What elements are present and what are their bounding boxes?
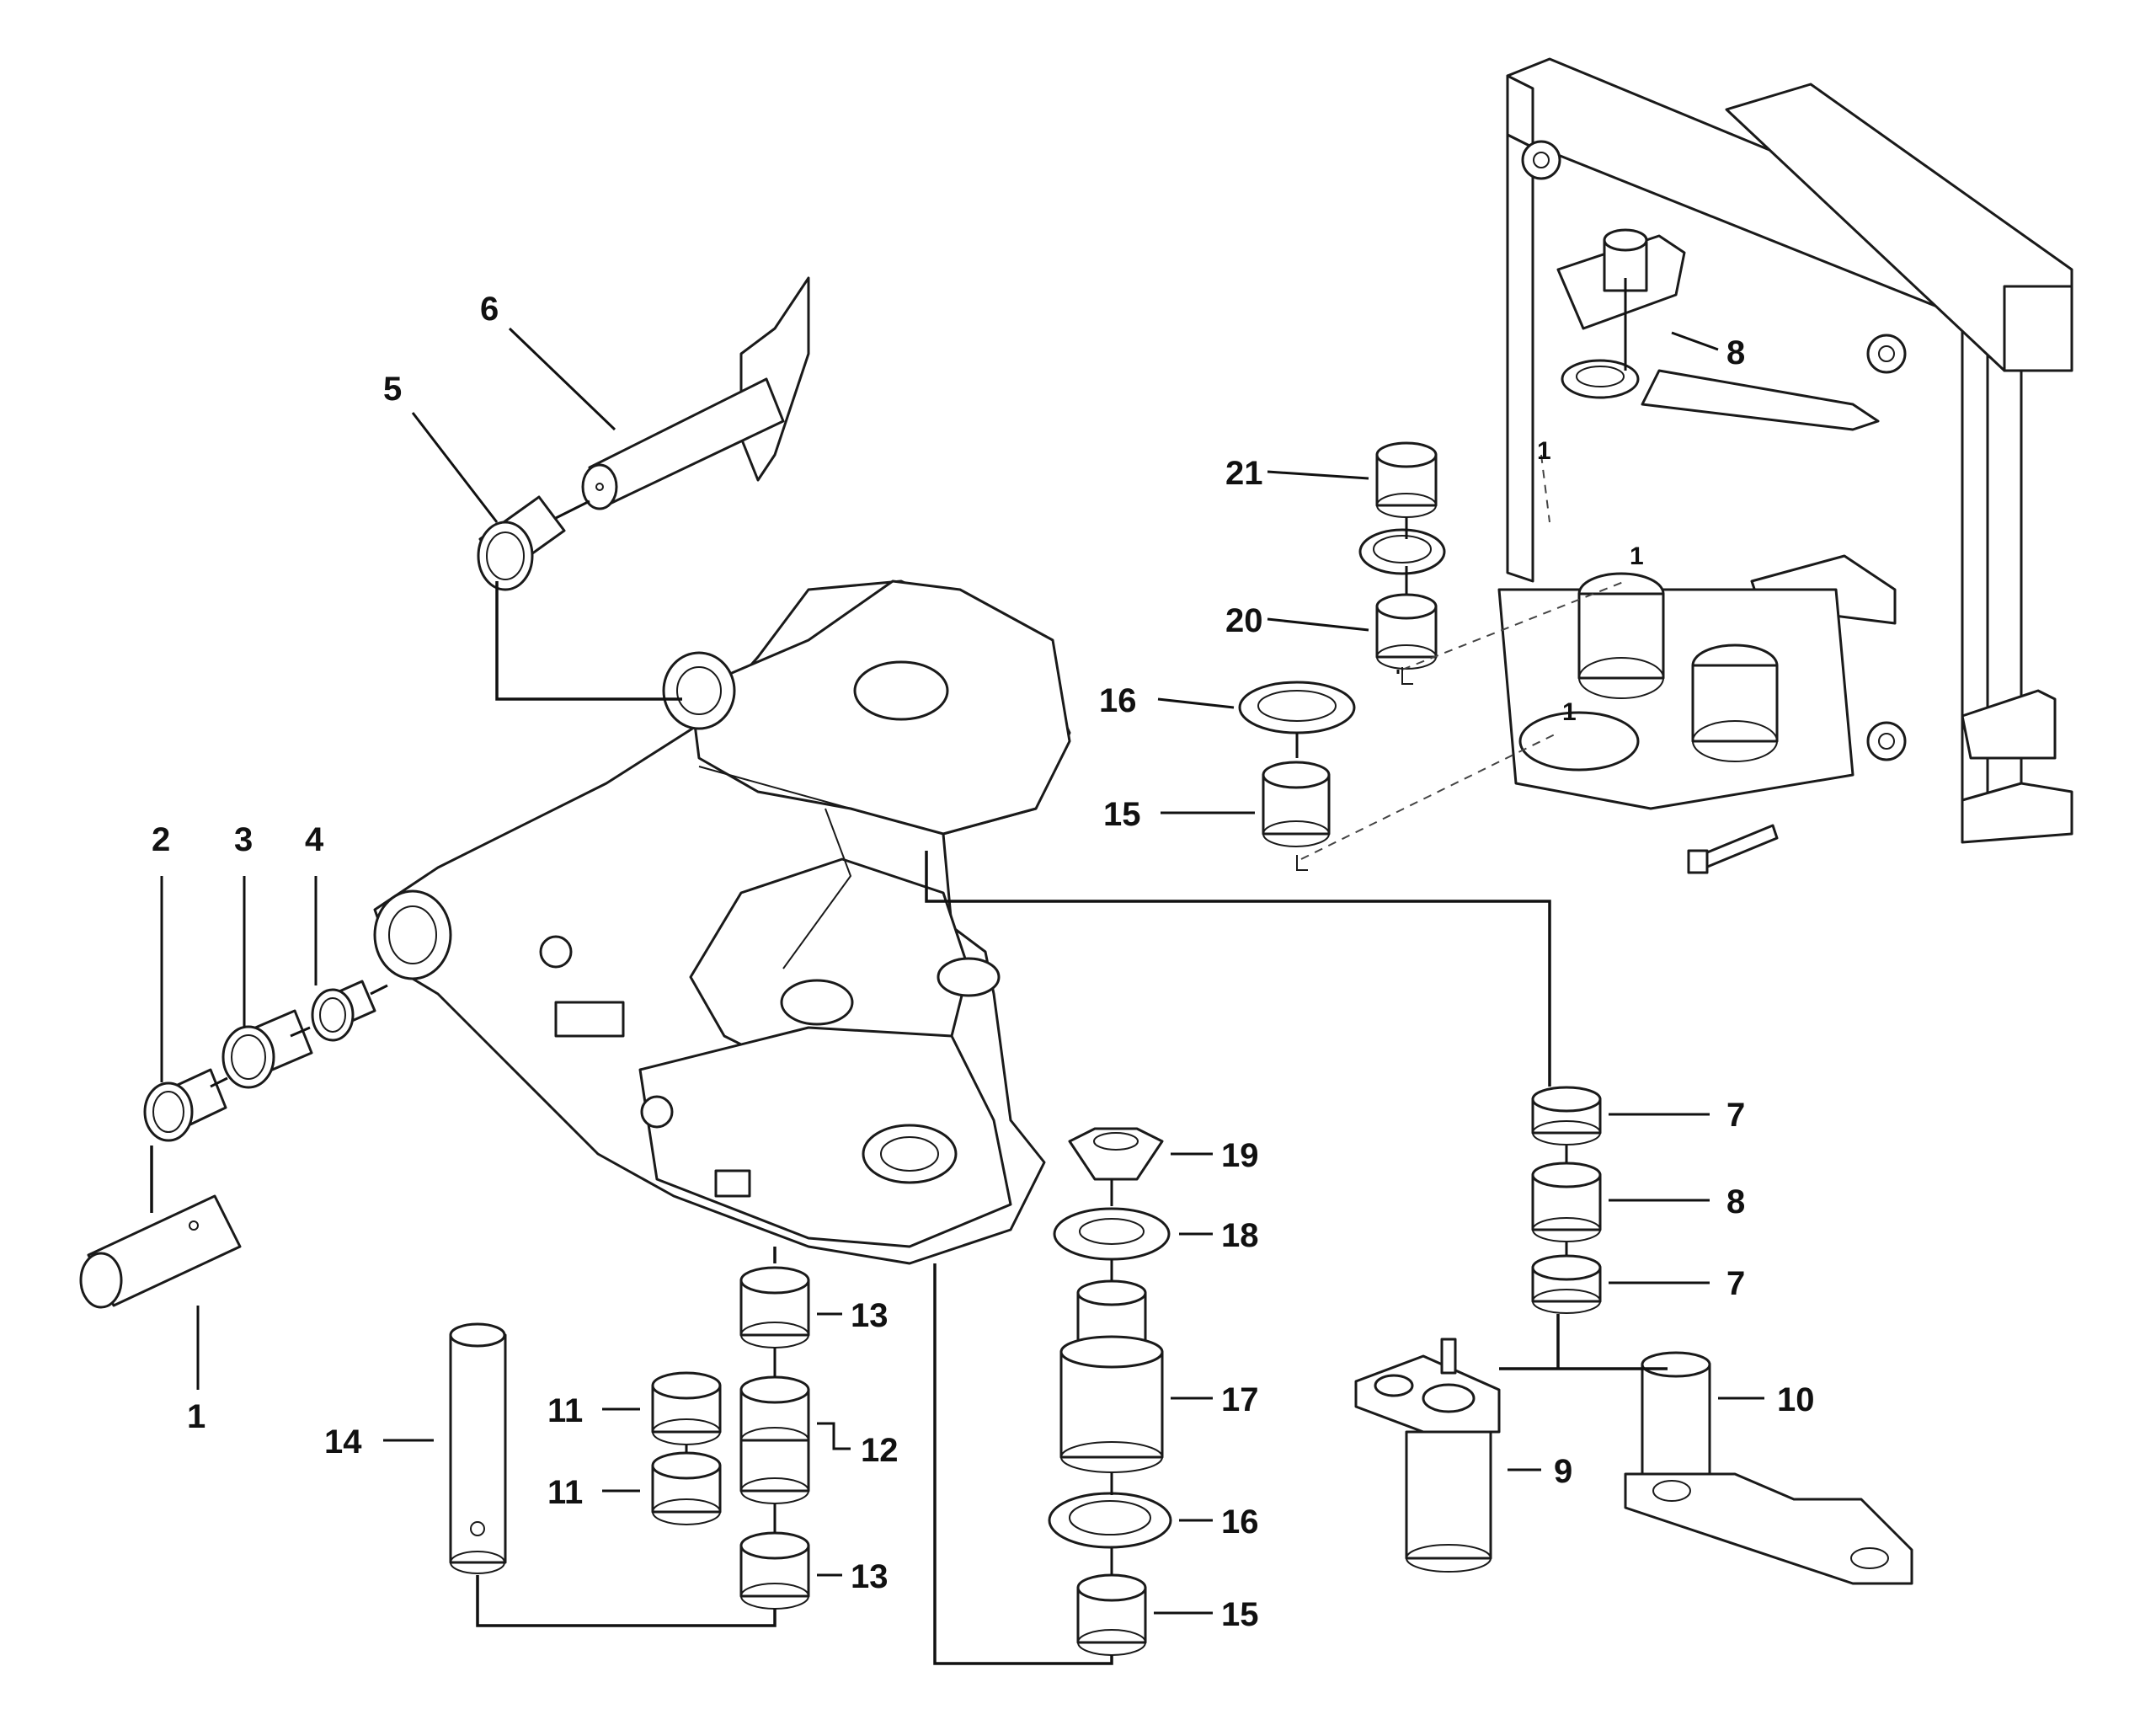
callout-13-lower: 13 bbox=[851, 1558, 889, 1595]
part-10-pin-with-bracket bbox=[1624, 1351, 1913, 1585]
callout-10: 10 bbox=[1777, 1381, 1815, 1418]
part-1-pin bbox=[79, 1194, 242, 1309]
part-11-bushing-lower bbox=[651, 1451, 722, 1525]
callout-11-upper: 11 bbox=[547, 1392, 583, 1429]
part-3-bushing bbox=[221, 1009, 313, 1089]
main-bracket-casting bbox=[373, 579, 1071, 1265]
part-7-bushing-upper bbox=[1531, 1086, 1602, 1146]
part-14-pin bbox=[449, 1322, 507, 1574]
ref-1-lower: 1 bbox=[1562, 698, 1577, 726]
callout-leader-lines bbox=[160, 327, 1764, 1615]
part-9-pin-with-plate bbox=[1354, 1338, 1501, 1573]
callout-8-frame: 8 bbox=[1726, 334, 1745, 371]
ref-1-middle: 1 bbox=[1630, 542, 1644, 570]
part-20-bushing bbox=[1375, 593, 1438, 670]
part-4-bushing bbox=[311, 980, 376, 1042]
part-8-bushing bbox=[1531, 1162, 1602, 1242]
callout-21: 21 bbox=[1225, 455, 1263, 492]
callout-20: 20 bbox=[1225, 602, 1263, 639]
part-7-bushing-lower bbox=[1531, 1254, 1602, 1314]
callout-8-stack: 8 bbox=[1726, 1183, 1745, 1220]
part-5-bushing bbox=[477, 495, 566, 591]
callout-1: 1 bbox=[187, 1398, 205, 1435]
part-11-bushing-upper bbox=[651, 1371, 722, 1445]
callout-16-upper: 16 bbox=[1099, 682, 1137, 719]
callout-18: 18 bbox=[1221, 1217, 1259, 1254]
mounting-frame bbox=[1497, 57, 2073, 874]
callout-14: 14 bbox=[324, 1423, 362, 1461]
part-18-washer bbox=[1053, 1207, 1171, 1261]
callout-19: 19 bbox=[1221, 1137, 1259, 1174]
part-16-washer-lower bbox=[1048, 1492, 1172, 1549]
part-21-bushing bbox=[1375, 441, 1438, 518]
callout-labels: 1 2 3 4 5 6 7 7 8 8 9 10 11 11 12 13 13 … bbox=[152, 291, 1815, 1633]
callout-16-lower: 16 bbox=[1221, 1503, 1259, 1541]
part-13-bushing-lower bbox=[739, 1531, 810, 1610]
callout-13-upper: 13 bbox=[851, 1297, 889, 1334]
part-21-washer bbox=[1358, 528, 1446, 575]
part-15-bushing-lower bbox=[1076, 1573, 1147, 1656]
part-15-bushing-upper bbox=[1262, 761, 1331, 847]
assembly-connector-lines bbox=[150, 278, 1668, 1665]
part-2-bushing bbox=[143, 1068, 227, 1142]
ref-1-upper: 1 bbox=[1537, 437, 1551, 465]
callout-6: 6 bbox=[480, 291, 499, 328]
part-12-bushing-pair bbox=[739, 1375, 810, 1504]
callout-11-lower: 11 bbox=[547, 1474, 583, 1511]
part-13-bushing-upper bbox=[739, 1266, 810, 1348]
part-16-washer-upper bbox=[1238, 681, 1356, 734]
callout-5: 5 bbox=[383, 371, 402, 408]
callout-7-upper: 7 bbox=[1726, 1097, 1745, 1134]
callout-15-upper: 15 bbox=[1103, 796, 1141, 833]
callout-3: 3 bbox=[234, 821, 253, 858]
callout-4: 4 bbox=[305, 821, 324, 858]
part-17-threaded-pin bbox=[1059, 1279, 1164, 1473]
callout-17: 17 bbox=[1221, 1381, 1259, 1418]
callout-12: 12 bbox=[861, 1432, 899, 1469]
reference-dashed-lines bbox=[1296, 454, 1626, 871]
part-6-pin-with-bracket bbox=[581, 276, 810, 510]
callout-9: 9 bbox=[1554, 1453, 1572, 1490]
part-19-nut bbox=[1068, 1127, 1164, 1181]
callout-7-lower: 7 bbox=[1726, 1265, 1745, 1302]
callout-2: 2 bbox=[152, 821, 170, 858]
callout-15-lower: 15 bbox=[1221, 1596, 1259, 1633]
